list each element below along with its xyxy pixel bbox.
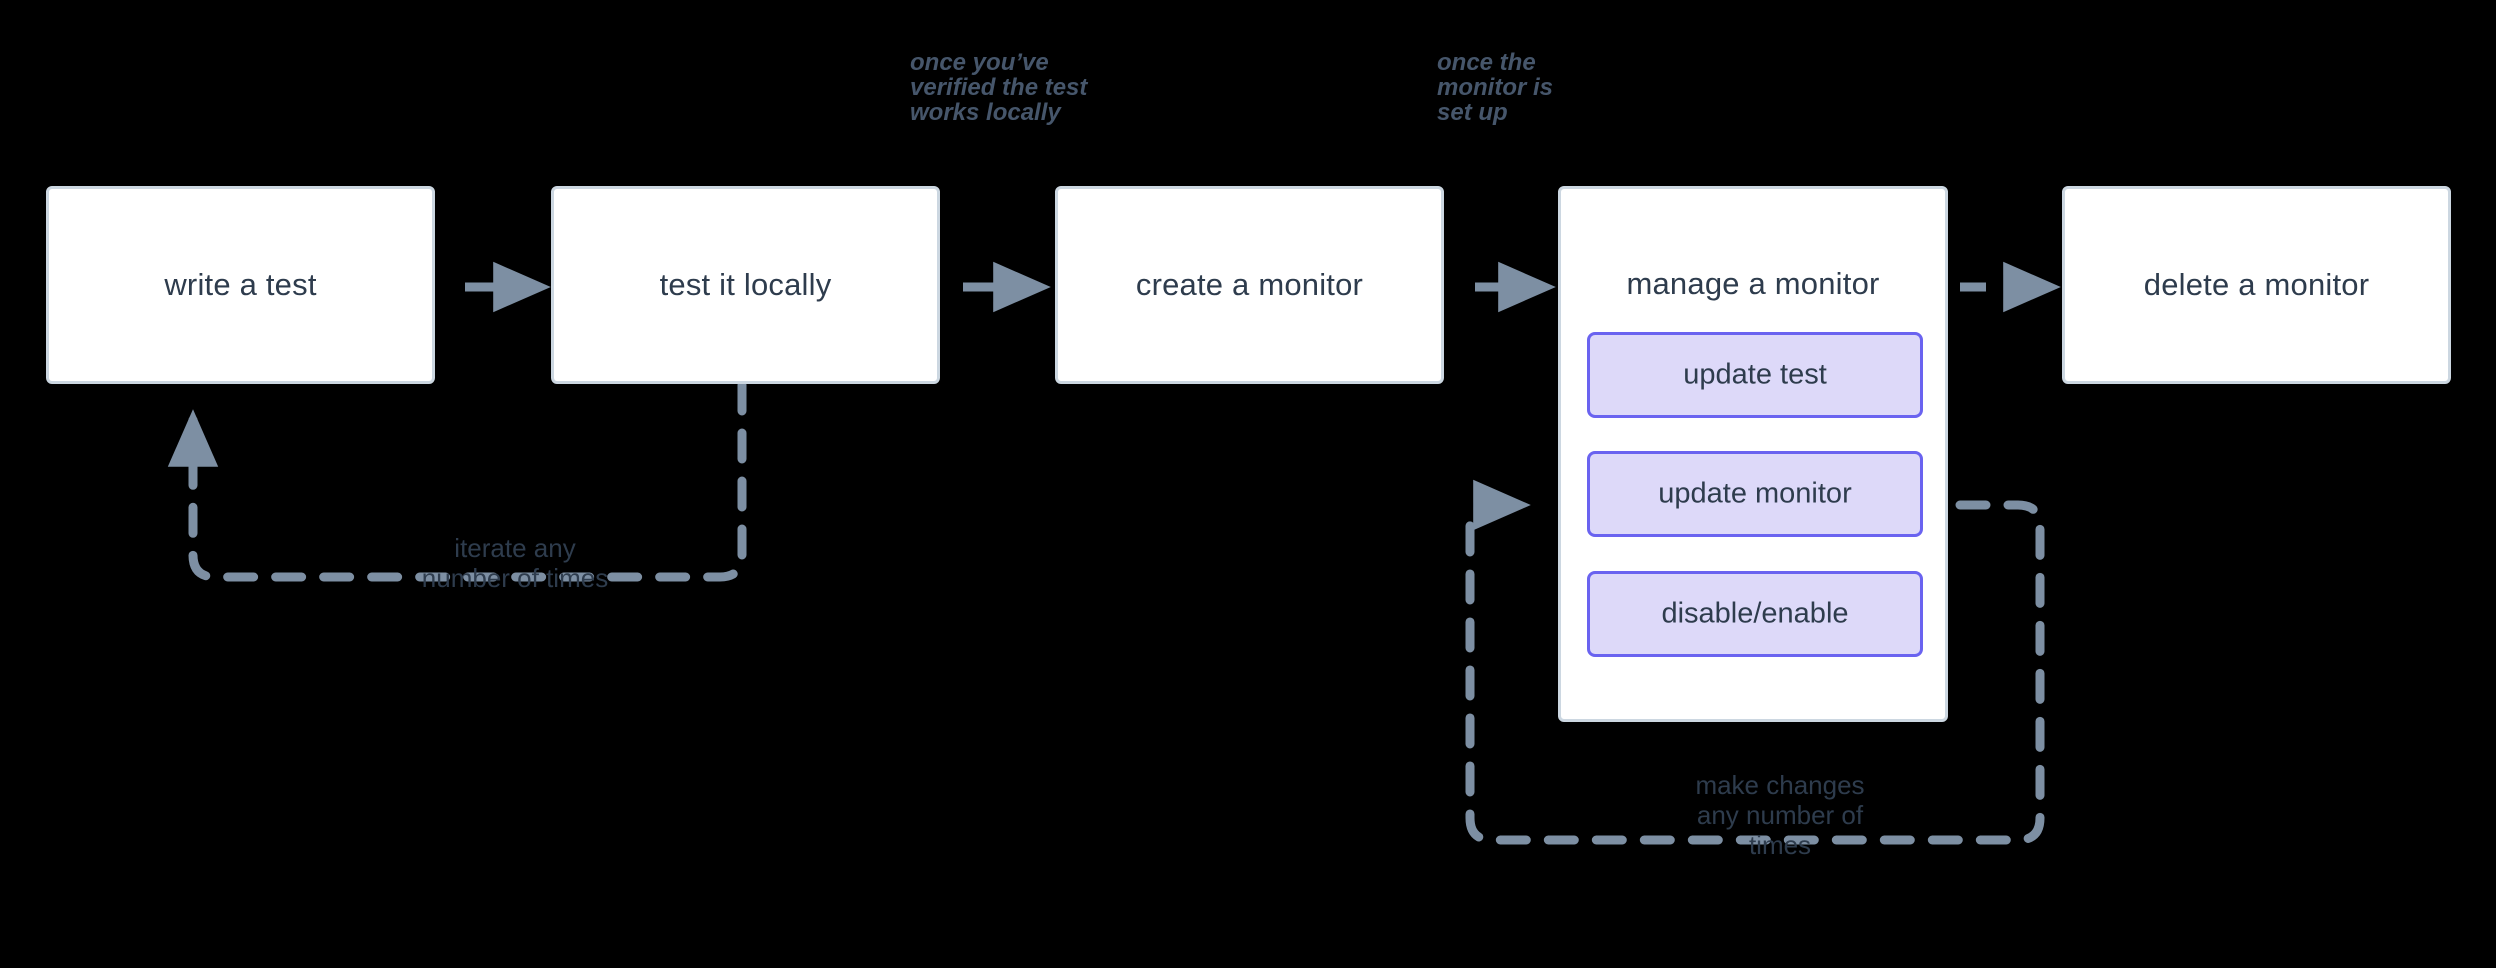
action-update-test[interactable]: update test xyxy=(1587,332,1923,418)
loop-note-make-changes: make changes any number of times xyxy=(1695,770,1865,860)
edge-note-verified: once you’ve verified the test works loca… xyxy=(910,49,1088,126)
node-delete-a-monitor[interactable]: delete a monitor xyxy=(2062,186,2451,384)
node-manage-a-monitor[interactable]: manage a monitor update test update moni… xyxy=(1558,186,1948,722)
node-manage-a-monitor-label: manage a monitor xyxy=(1626,266,1880,301)
node-create-a-monitor[interactable]: create a monitor xyxy=(1055,186,1444,384)
node-write-a-test[interactable]: write a test xyxy=(46,186,435,384)
action-disable-enable-label: disable/enable xyxy=(1661,597,1849,630)
action-update-test-label: update test xyxy=(1683,358,1827,391)
node-delete-a-monitor-label: delete a monitor xyxy=(2143,267,2370,302)
action-update-monitor[interactable]: update monitor xyxy=(1587,451,1923,537)
action-update-monitor-label: update monitor xyxy=(1658,477,1852,510)
node-test-it-locally[interactable]: test it locally xyxy=(551,186,940,384)
action-disable-enable[interactable]: disable/enable xyxy=(1587,571,1923,657)
edge-note-setup: once the monitor is set up xyxy=(1437,49,1554,126)
loop-note-iterate: iterate any number of times xyxy=(421,533,609,593)
node-test-it-locally-label: test it locally xyxy=(659,267,832,302)
node-write-a-test-label: write a test xyxy=(164,267,317,302)
node-create-a-monitor-label: create a monitor xyxy=(1135,267,1364,302)
